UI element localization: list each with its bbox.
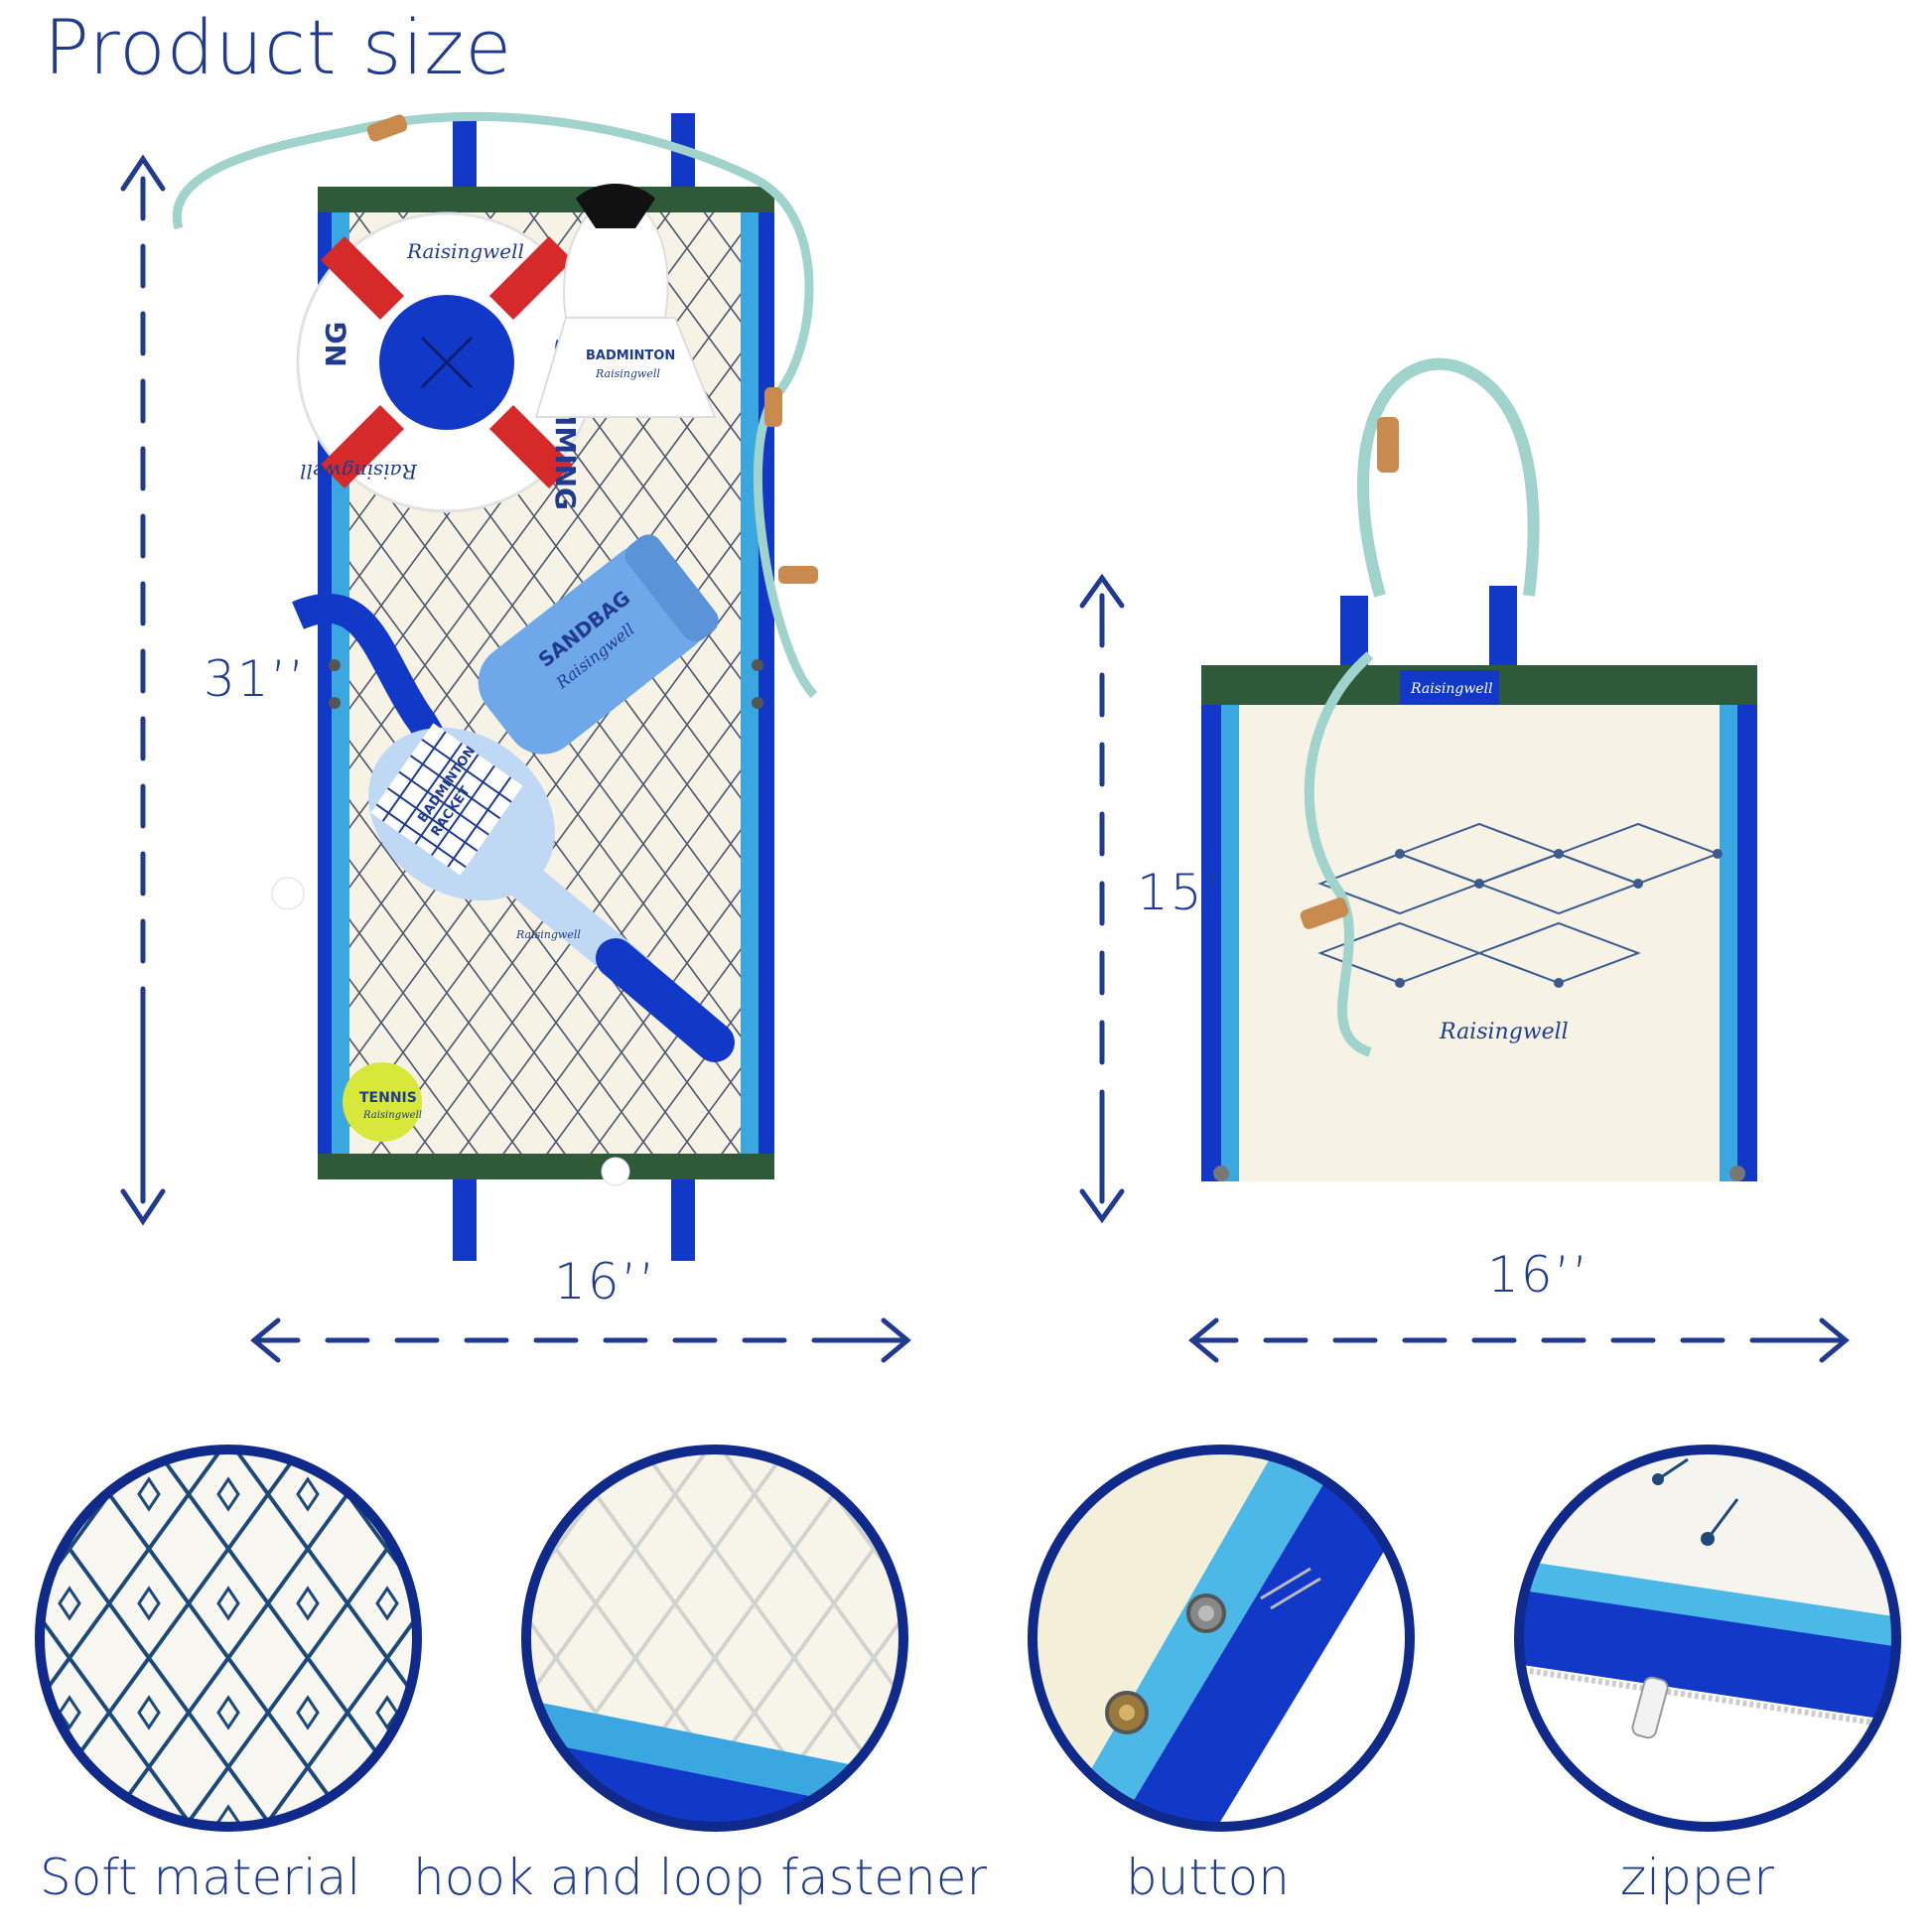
ball-brand: Raisingwell: [362, 1110, 422, 1121]
tote-bag-illustration: Raisingwell Raisingwell: [1079, 357, 1757, 1224]
mat-height-label: 31’’: [204, 650, 307, 708]
sandbag-toy: SANDBAG Raisingwell: [478, 534, 719, 755]
detail-label-soft-material: Soft material: [40, 1849, 361, 1906]
bag-brand-label: Raisingwell: [1410, 681, 1493, 697]
snap-button-icon: [1028, 1445, 1415, 1832]
bag-width-label: 16’’: [1487, 1246, 1590, 1304]
zipper-icon: [1514, 1445, 1901, 1832]
shuttle-text: BADMINTON: [586, 348, 675, 363]
tennis-ball-toy: TENNIS Raisingwell: [343, 1062, 422, 1142]
mat-width-label: 16’’: [554, 1253, 657, 1311]
ring-partial-text: NG: [320, 322, 352, 367]
diamond-pattern-icon: [35, 1445, 422, 1832]
bag-height-label: 15’: [1137, 864, 1222, 921]
shuttlecock-toy: BADMINTON Raisingwell: [534, 184, 717, 418]
racket-toy: BADMINTON RACKET Raisingwell: [368, 723, 735, 1062]
page-title: Product size: [44, 3, 513, 91]
bag-height-arrow: [1079, 573, 1125, 1224]
shuttle-brand: Raisingwell: [595, 367, 660, 380]
mat-illustration: Raisingwell SWIMMING NG Raisingwell BADM…: [120, 111, 818, 1261]
lifebuoy-toy: Raisingwell SWIMMING NG Raisingwell: [296, 211, 598, 513]
ball-text: TENNIS: [359, 1090, 417, 1106]
detail-label-hook-and-loop: hook and loop fastener: [413, 1849, 988, 1906]
mesh-closeup-icon: [521, 1445, 908, 1832]
ring-brand-text: Raisingwell: [406, 239, 524, 263]
racket-brand: Raisingwell: [515, 928, 581, 941]
bag-brand-print: Raisingwell: [1439, 1020, 1569, 1044]
bag-width-arrow: [1188, 1317, 1850, 1363]
ring-brand-bottom: Raisingwell: [300, 460, 418, 483]
detail-label-zipper: zipper: [1620, 1849, 1774, 1906]
height-arrow: [120, 154, 166, 1226]
detail-label-button: button: [1126, 1849, 1290, 1906]
mat-width-arrow: [250, 1317, 911, 1363]
